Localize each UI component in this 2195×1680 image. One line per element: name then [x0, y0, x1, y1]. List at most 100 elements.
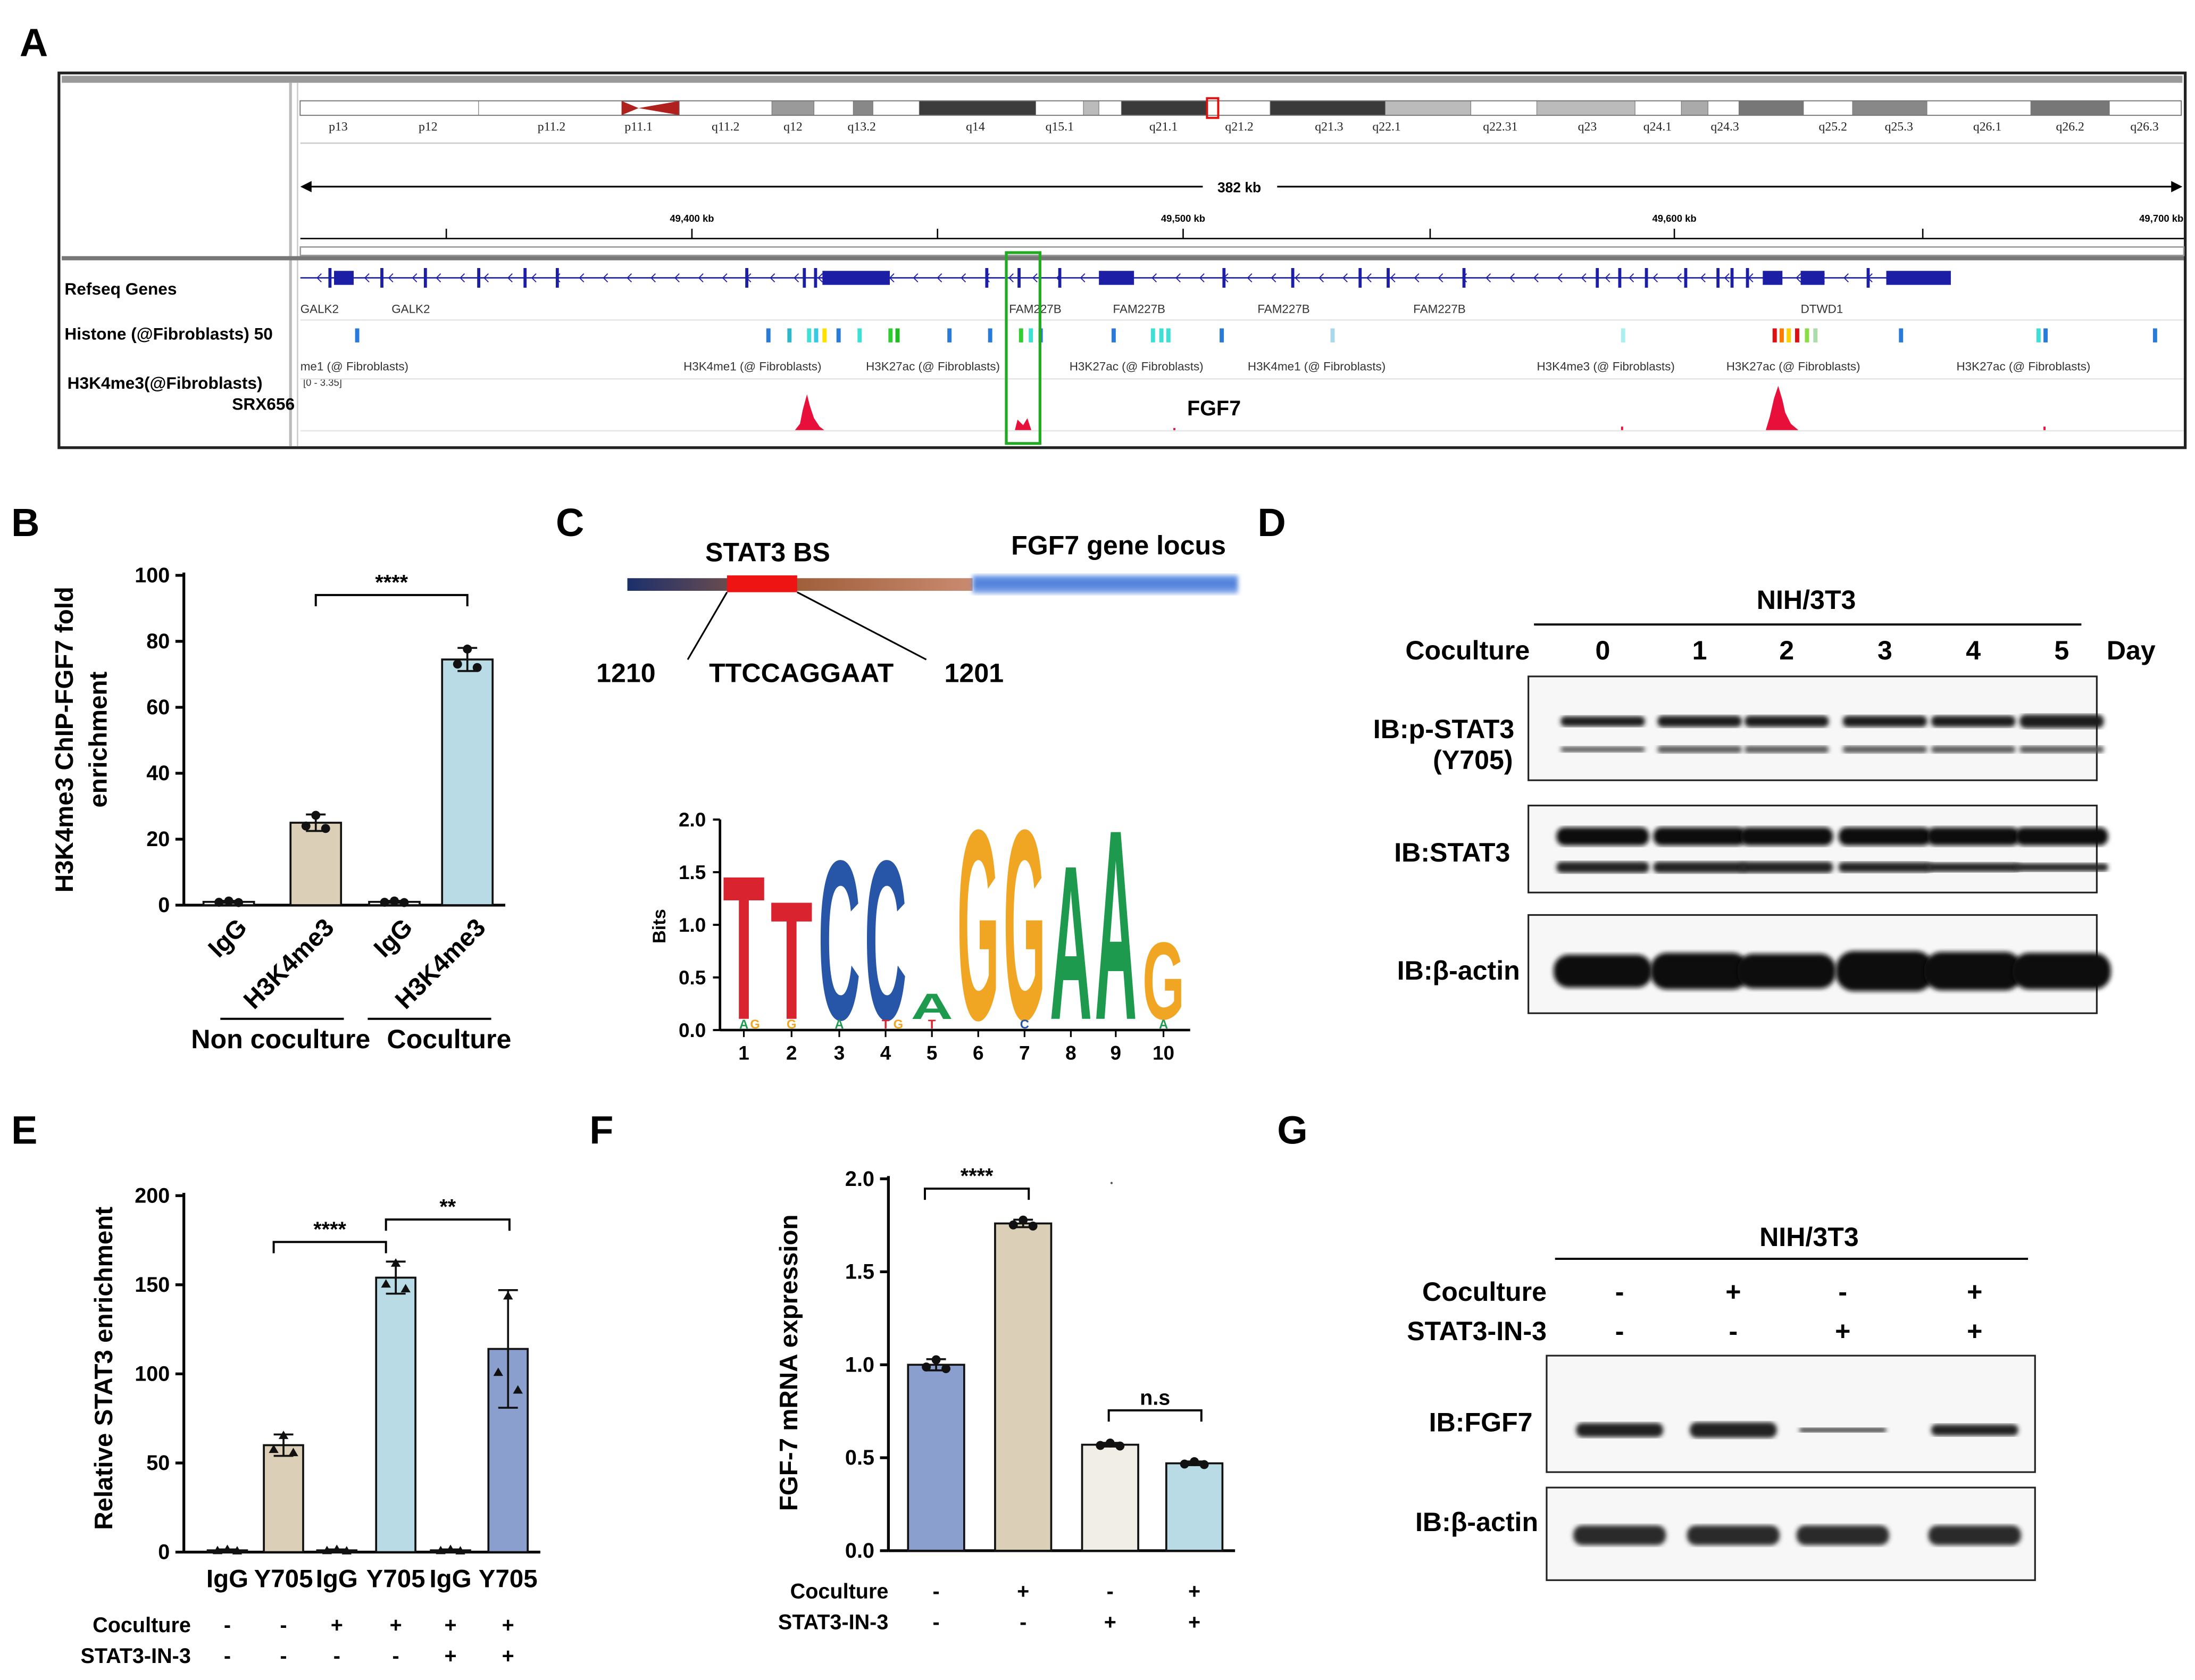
ideogram-band-label: q21.1 — [1149, 120, 1178, 133]
peak-fgf7 — [1014, 418, 1032, 431]
pstat3-blot-frame — [1528, 675, 2098, 781]
gene-strand-arrow — [627, 273, 632, 283]
ideogram-band-label: q26.2 — [2056, 120, 2084, 133]
y-tick-label: 20 — [146, 828, 170, 851]
gene-strand-arrow — [1462, 273, 1467, 283]
data-point — [390, 1258, 401, 1267]
pstat3-blot-band — [2019, 714, 2104, 729]
gene-strand-arrow — [1342, 273, 1348, 283]
bar — [289, 822, 343, 906]
gene-strand-arrow — [746, 273, 752, 283]
data-point — [436, 1545, 446, 1554]
pstat3-blot-band — [1931, 746, 2016, 753]
ideogram-band — [1384, 101, 1471, 115]
condition-value: + — [444, 1644, 456, 1668]
gene-strand-arrow — [603, 273, 608, 283]
gene-strand-arrow — [531, 273, 537, 283]
ideogram-band — [872, 101, 920, 115]
logo-minor-letter: G — [894, 1018, 903, 1032]
condition-value: + — [390, 1614, 402, 1637]
panel-f-bars: ****n.s — [907, 1165, 1224, 1552]
significance-bracket — [385, 1218, 511, 1231]
histone-mark — [1159, 328, 1164, 342]
condition-row-label: STAT3-IN-3 — [1407, 1316, 1547, 1346]
significance-label: **** — [375, 571, 408, 594]
pstat3-blot-band — [1560, 716, 1645, 726]
logo-letter: T — [723, 833, 765, 1063]
h3k4me3-peak-track[interactable] — [794, 386, 2046, 431]
gene-strand-arrow — [1724, 273, 1730, 283]
panel-label-e: E — [11, 1108, 37, 1152]
ruler-scroll[interactable] — [299, 246, 2185, 256]
ideogram-band-label: q24.1 — [1643, 120, 1672, 133]
track-name-refseq[interactable]: Refseq Genes — [64, 279, 177, 298]
data-point — [931, 1355, 941, 1365]
logo-minor-letter: C — [1020, 1018, 1029, 1032]
gene-strand-arrow — [722, 273, 728, 283]
histone-label: H3K4me3 (@ Fibroblasts) — [1537, 360, 1674, 373]
track-name-histone[interactable]: Histone (@Fibroblasts) 50 — [64, 324, 272, 344]
stat3-blot-band — [2015, 863, 2108, 872]
refseq-gene-track[interactable] — [300, 268, 1951, 288]
g-cell-line: NIH/3T3 — [1759, 1222, 1859, 1252]
stat3-blot-band — [1556, 827, 1649, 846]
condition-row-label: STAT3-IN-3 — [80, 1644, 190, 1668]
ideogram-band-label: q26.1 — [1973, 120, 2001, 133]
logo-y-tick-label: 1.0 — [679, 914, 706, 936]
gene-strand-arrow — [1867, 273, 1873, 283]
gene-strand-arrow — [1008, 273, 1014, 283]
gene-strand-arrow — [841, 273, 847, 283]
gene-exon-mark — [803, 268, 806, 288]
panel-label-c: C — [556, 500, 584, 545]
stat3-blot-band — [1653, 862, 1746, 873]
histone-mark — [355, 328, 360, 342]
histone-label: H3K27ac (@ Fibroblasts) — [1726, 360, 1860, 373]
data-point — [332, 1544, 342, 1553]
gene-strand-arrow — [889, 273, 895, 283]
track-name-srx[interactable]: SRX656 — [232, 395, 295, 414]
data-point — [1008, 1220, 1018, 1230]
d-day-unit: Day — [2107, 636, 2156, 665]
g-blot-label-fgf7: IB:FGF7 — [1429, 1408, 1533, 1437]
condition-value: + — [1967, 1316, 1982, 1346]
peak-left — [794, 394, 825, 431]
gene-label: DTWD1 — [1801, 302, 1843, 315]
y-tick-label: 100 — [135, 1363, 170, 1386]
histone-mark — [766, 328, 771, 342]
fgf7-highlight-box — [1005, 251, 1041, 445]
gene-exon-mark — [814, 268, 817, 288]
data-point — [1180, 1459, 1189, 1469]
panel-b-ylabel-line1: H3K4me3 ChIP-FGF7 fold — [51, 587, 79, 892]
stat3-blot-frame — [1528, 805, 2098, 893]
western-blot-g: NIH/3T3 Coculture-+-+STAT3-IN-3--++ IB:F… — [1407, 1222, 2036, 1581]
ideogram-band — [919, 101, 1036, 115]
stat3-bs-box — [727, 575, 797, 592]
gene-exon-mark — [1684, 268, 1688, 288]
ideogram-band-label: q25.3 — [1885, 120, 1913, 133]
track-name-h3k4me3[interactable]: H3K4me3(@Fibroblasts) — [68, 373, 263, 392]
ideogram-band-label: q23 — [1578, 120, 1597, 133]
chromosome-ideogram[interactable] — [299, 97, 2182, 119]
g-actin-blot-band — [1928, 1525, 2021, 1545]
day-label: 0 — [1596, 636, 1610, 665]
gene-strand-arrow — [698, 273, 704, 283]
data-point — [321, 824, 330, 833]
ruler-tick-label: 49,600 kb — [1652, 213, 1696, 224]
gene-strand-arrow — [1271, 273, 1276, 283]
logo-x-tick-label: 4 — [880, 1042, 891, 1064]
logo-letter: C — [818, 813, 860, 1067]
g-blot-label-actin: IB:β-actin — [1415, 1507, 1538, 1537]
fgf7-locus-bar — [972, 575, 1238, 594]
ideogram-band — [1121, 101, 1207, 115]
logo-y-tick-label: 2.0 — [679, 809, 706, 831]
gene-strand-arrow — [1032, 273, 1038, 283]
data-point — [453, 659, 462, 669]
actin-blot-band — [1650, 952, 1749, 990]
y-tick-label: 50 — [146, 1451, 170, 1475]
data-point — [222, 1544, 232, 1553]
y-tick-label: 0.0 — [845, 1539, 874, 1562]
stray-dot — [1110, 1182, 1113, 1184]
gene-exon-mark — [1462, 268, 1466, 288]
logo-x-tick-label: 3 — [834, 1042, 845, 1064]
